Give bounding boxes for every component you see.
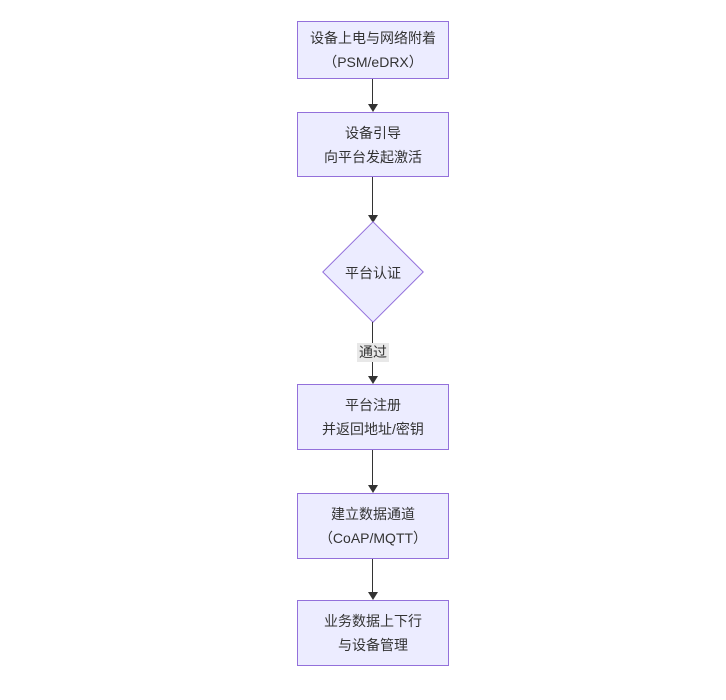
arrow-head-icon [368, 215, 378, 223]
arrow-head-icon [368, 376, 378, 384]
node-text-line: （PSM/eDRX） [323, 54, 423, 70]
flow-node-power-on: 设备上电与网络附着 （PSM/eDRX） [297, 21, 449, 79]
arrow-line [372, 177, 373, 216]
arrow-line [372, 559, 373, 593]
flow-node-register: 平台注册 并返回地址/密钥 [297, 384, 449, 450]
flow-node-business: 业务数据上下行 与设备管理 [297, 600, 449, 666]
node-text-line: 并返回地址/密钥 [322, 421, 424, 437]
flow-node-bootstrap: 设备引导 向平台发起激活 [297, 112, 449, 177]
arrow-line [372, 79, 373, 105]
arrow-head-icon [368, 592, 378, 600]
node-text-line: 平台注册 [345, 397, 401, 413]
node-text-line: 建立数据通道 [331, 506, 415, 522]
edge-label-pass: 通过 [357, 343, 389, 362]
node-text-line: 与设备管理 [338, 637, 408, 653]
node-text-line: 向平台发起激活 [324, 148, 422, 165]
flow-node-auth-label: 平台认证 [345, 264, 401, 281]
node-text-line: 设备引导 [345, 124, 401, 141]
node-text-line: 设备上电与网络附着 [310, 30, 436, 46]
flow-node-channel: 建立数据通道 （CoAP/MQTT） [297, 493, 449, 559]
node-text-line: （CoAP/MQTT） [318, 530, 428, 546]
node-text-line: 业务数据上下行 [324, 613, 422, 629]
arrow-line [372, 450, 373, 486]
arrow-head-icon [368, 485, 378, 493]
arrow-head-icon [368, 104, 378, 112]
